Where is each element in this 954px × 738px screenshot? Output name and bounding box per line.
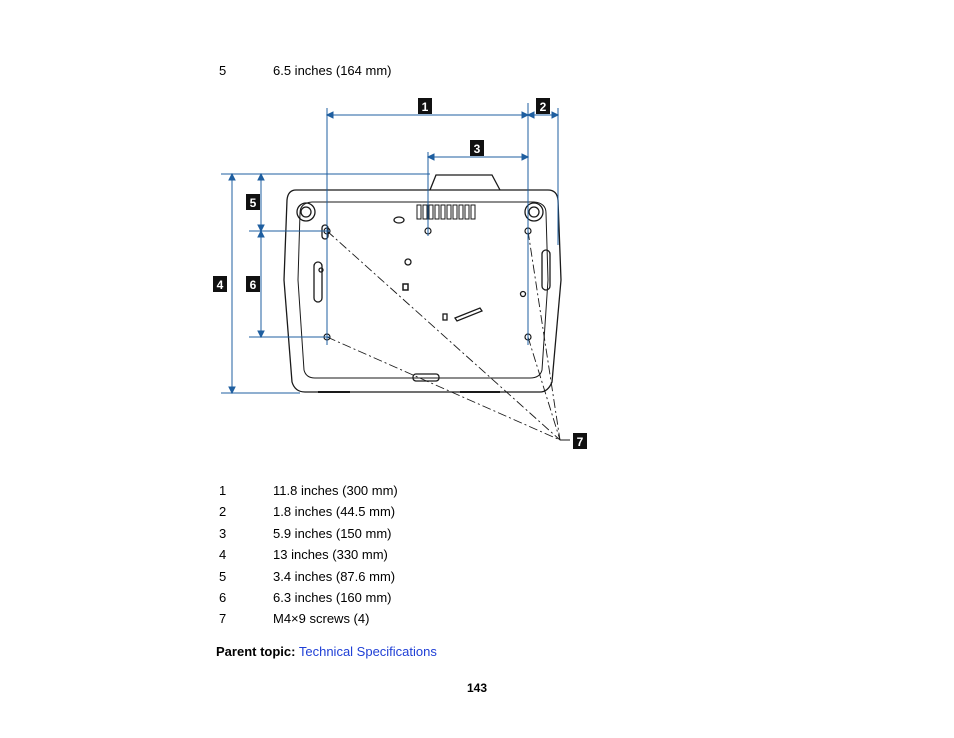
- legend-text: M4×9 screws (4): [273, 611, 370, 626]
- callout-3: 3: [470, 140, 484, 156]
- parent-topic: Parent topic: Technical Specifications: [216, 644, 437, 660]
- legend-number: 1: [219, 483, 227, 498]
- legend-number: 3: [219, 526, 227, 541]
- screw-holes: [323, 227, 532, 341]
- legend-number: 4: [219, 547, 227, 562]
- callout-2: 2: [536, 98, 550, 114]
- legend-text: 6.3 inches (160 mm): [273, 590, 392, 605]
- top-spec-number: 5: [219, 63, 227, 78]
- parent-topic-link[interactable]: Technical Specifications: [298, 644, 437, 659]
- legend-number: 5: [219, 569, 227, 584]
- callout-1: 1: [418, 98, 432, 114]
- screw-leader-lines: [326, 230, 561, 441]
- legend-text: 5.9 inches (150 mm): [273, 526, 392, 541]
- svg-text:7: 7: [577, 435, 584, 449]
- svg-text:5: 5: [250, 196, 257, 210]
- projector-outline: [283, 174, 562, 393]
- legend-text: 13 inches (330 mm): [273, 547, 388, 562]
- svg-text:4: 4: [217, 278, 224, 292]
- page-number: 143: [466, 681, 488, 695]
- top-spec-text: 6.5 inches (164 mm): [273, 63, 392, 78]
- callout-7: 7: [573, 433, 587, 449]
- legend-text: 1.8 inches (44.5 mm): [273, 504, 396, 519]
- legend-number: 7: [219, 611, 227, 626]
- svg-text:1: 1: [422, 100, 429, 114]
- legend-number: 6: [219, 590, 227, 605]
- legend-number: 2: [219, 504, 227, 519]
- svg-text:3: 3: [474, 142, 481, 156]
- callout-4: 4: [213, 276, 227, 292]
- legend-text: 11.8 inches (300 mm): [273, 483, 398, 498]
- svg-text:2: 2: [540, 100, 547, 114]
- parent-topic-label: Parent topic:: [216, 644, 296, 659]
- legend-text: 3.4 inches (87.6 mm): [273, 569, 396, 584]
- dimension-lines: [221, 103, 560, 395]
- callout-5: 5: [246, 194, 260, 210]
- svg-text:6: 6: [250, 278, 257, 292]
- callout-6: 6: [246, 276, 260, 292]
